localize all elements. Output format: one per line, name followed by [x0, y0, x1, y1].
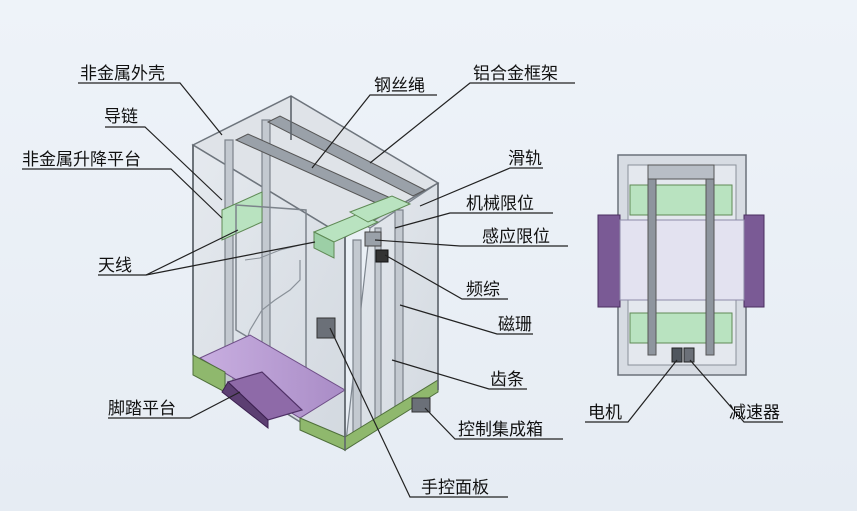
label-antenna: 天线	[98, 256, 132, 276]
label-alu-frame: 铝合金框架	[473, 64, 558, 84]
top-view	[597, 154, 765, 376]
purple-left	[597, 214, 621, 308]
label-mech-limit: 机械限位	[466, 194, 534, 214]
label-rack: 齿条	[490, 370, 524, 390]
label-sensor-limit: 感应限位	[482, 227, 550, 247]
label-hand-panel: 手控面板	[421, 478, 489, 498]
green-bottom	[629, 312, 733, 344]
label-group: 非金属外壳 导链 非金属升降平台 天线 脚踏平台 钢丝绳 铝合金框架 滑轨 机械…	[22, 64, 780, 498]
green-top	[629, 184, 733, 216]
label-reducer: 减速器	[729, 403, 780, 423]
freq-box	[375, 249, 389, 263]
sensor-box	[364, 231, 382, 247]
top-mech	[647, 164, 715, 180]
inner-structure-2	[244, 244, 301, 261]
rail-right	[705, 169, 715, 356]
purple-right	[743, 214, 765, 308]
leader-lines	[22, 82, 783, 498]
label-control-box: 控制集成箱	[458, 420, 543, 440]
inner-structure	[239, 260, 301, 361]
label-lift-platform: 非金属升降平台	[22, 150, 141, 170]
lift-platform	[221, 191, 412, 259]
label-slide-rail: 滑轨	[508, 149, 542, 169]
rail-left	[647, 169, 657, 356]
label-foot-platform: 脚踏平台	[108, 399, 176, 419]
wire-rope	[234, 115, 427, 207]
label-freq: 频综	[466, 280, 500, 300]
hand-panel-part	[316, 317, 336, 339]
label-wire-rope: 钢丝绳	[374, 76, 425, 96]
label-motor: 电机	[588, 403, 622, 423]
label-magnetic-grid: 磁珊	[498, 315, 532, 335]
label-outer-shell: 非金属外壳	[80, 64, 165, 84]
foot-step-front	[221, 381, 269, 430]
cabinet-3d	[191, 95, 440, 452]
reducer-part	[683, 347, 695, 363]
outer-edges	[192, 96, 439, 450]
label-guide-chain: 导链	[104, 107, 138, 127]
lilac-center	[619, 219, 745, 301]
motor-part	[671, 347, 683, 363]
